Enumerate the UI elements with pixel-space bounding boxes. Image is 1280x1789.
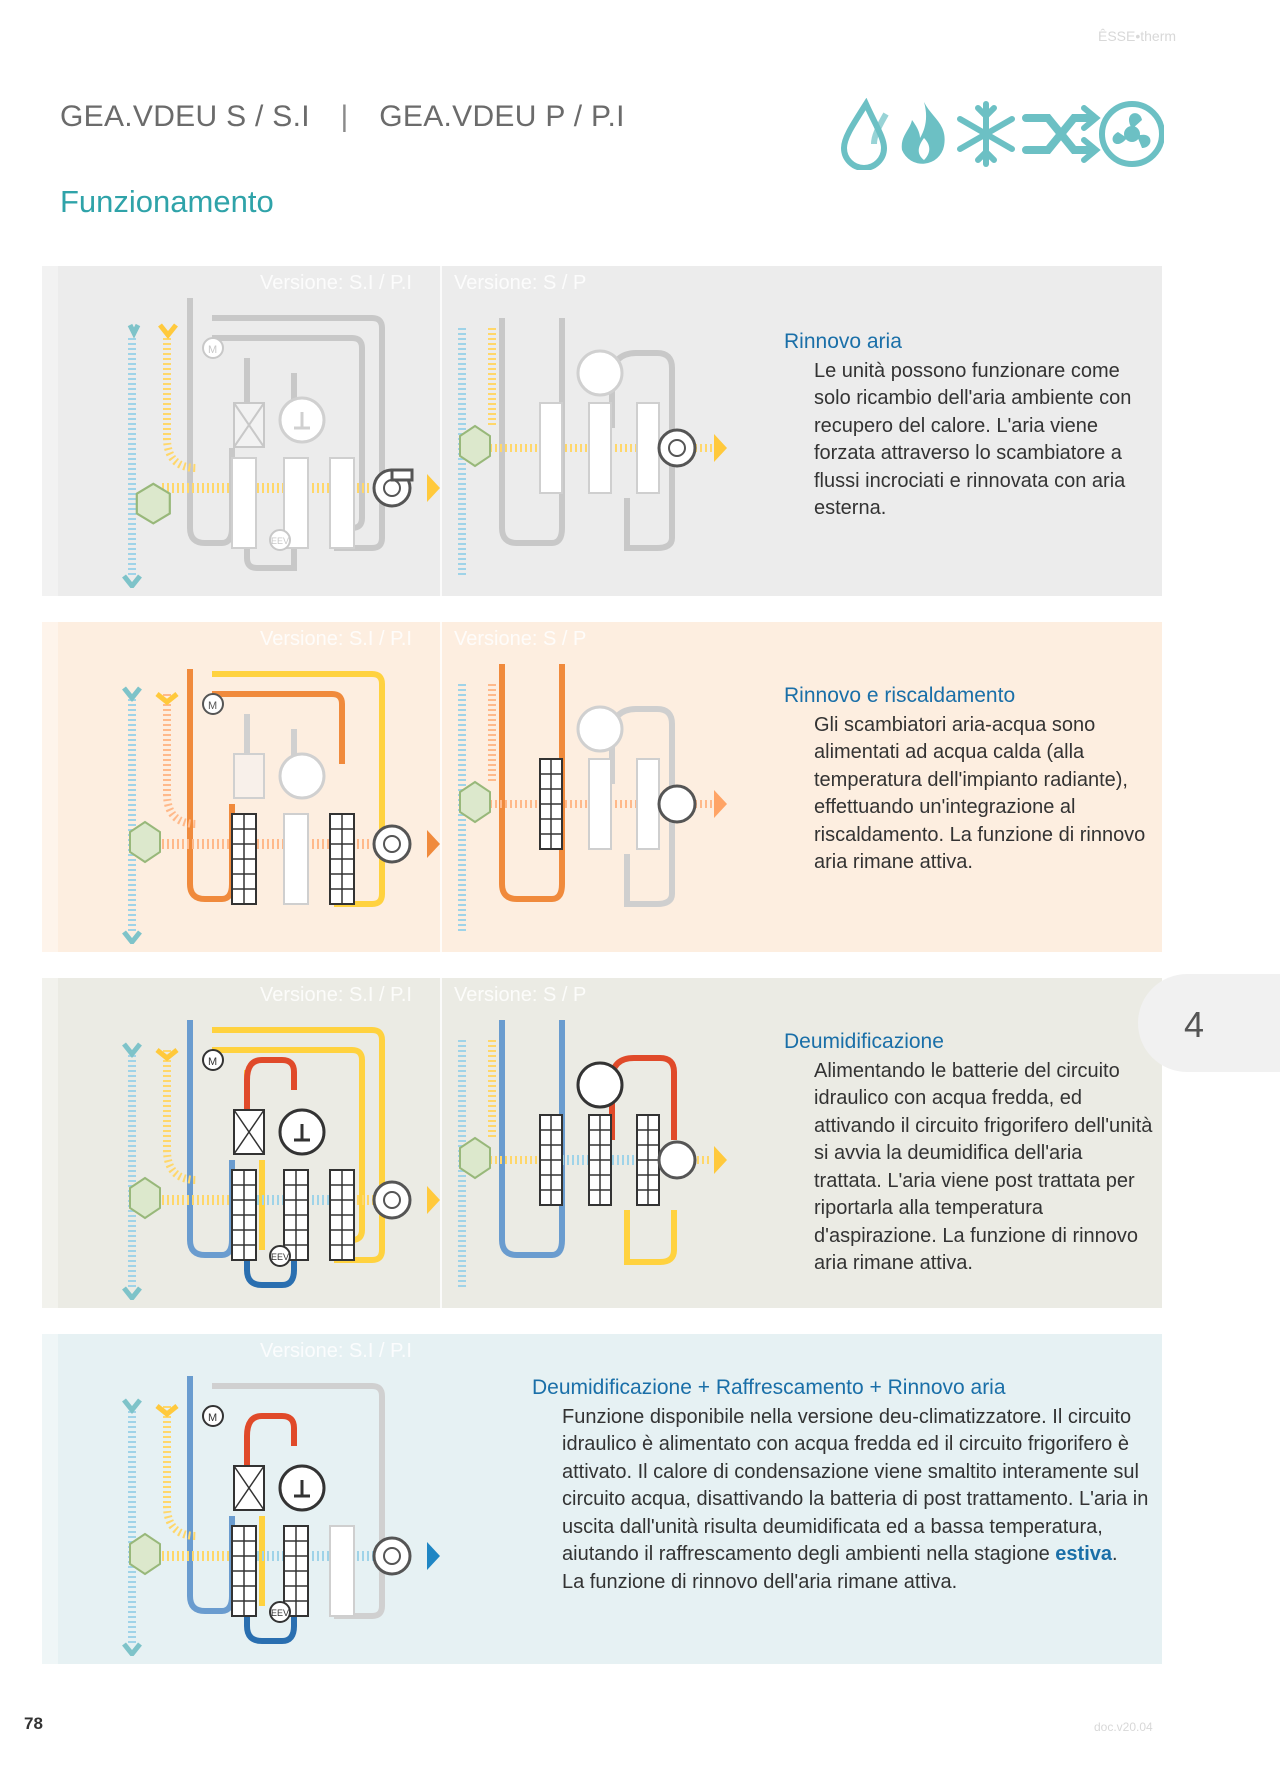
chapter-tab: 4: [1138, 974, 1280, 1072]
filter-icon: [135, 482, 171, 525]
chapter-number: 4: [1184, 1004, 1205, 1045]
motor-label: M: [208, 1056, 217, 1068]
flame-icon: [901, 102, 945, 164]
coil-1: [231, 457, 257, 549]
brand-logo-text: ÊSSE•therm: [1098, 28, 1177, 44]
diagram-s-p: [458, 664, 727, 934]
diagram-si-pi: M EEV: [122, 298, 440, 588]
version-label-s-p: Versione: S / P: [454, 984, 587, 1006]
diagram-s-p: [458, 318, 727, 578]
section-heading: Rinnovo aria: [784, 330, 902, 353]
version-label-si-pi: Versione: S.I / P.I: [260, 628, 412, 650]
section-body: Alimentando le batterie del circuito idr…: [814, 1059, 1153, 1275]
section-text-deumidificazione: Deumidificazione Alimentando le batterie…: [784, 1028, 1154, 1278]
eev-label: EEV: [271, 1252, 289, 1262]
section-body: Funzione disponibile nella versione deu-…: [562, 1404, 1152, 1597]
section-heading: Deumidificazione + Raffrescamento + Rinn…: [532, 1376, 1006, 1399]
shuffle-icon: [1022, 105, 1101, 163]
panel-strip: [42, 1334, 58, 1664]
section-heading: Deumidificazione: [784, 1030, 944, 1053]
eev-label: EEV: [271, 536, 289, 546]
arrow-outdoor-in: [122, 323, 142, 588]
page-number: 78: [24, 1714, 43, 1733]
panel-rinnovo-aria: Versione: S.I / P.I Versione: S / P: [42, 266, 1162, 596]
section-body-a: Funzione disponibile nella versione deu-…: [562, 1405, 1149, 1566]
version-divider: [440, 978, 442, 1308]
diagram-si-pi: M: [122, 669, 440, 944]
motor-label: M: [208, 1412, 217, 1424]
section-body: Le unità possono funzionare come solo ri…: [814, 359, 1132, 520]
arrow-return: [158, 323, 178, 340]
version-label-s-p: Versione: S / P: [454, 272, 587, 294]
panel-strip: [42, 978, 58, 1308]
version-divider: [440, 266, 442, 596]
title-separator: |: [340, 100, 349, 133]
section-text-rinnovo-aria: Rinnovo aria Le unità possono funzionare…: [784, 328, 1154, 523]
function-icons: [840, 98, 1164, 170]
diagram-si-pi: M EEV: [122, 1020, 440, 1300]
water-drop-icon: [840, 98, 889, 170]
section-text-rinnovo-riscaldamento: Rinnovo e riscaldamento Gli scambiatori …: [784, 682, 1154, 877]
eev-valve-icon: [269, 529, 291, 551]
motor-valve-icon: [202, 337, 224, 359]
diagram-si-pi: M EEV: [122, 1376, 440, 1656]
doc-code: doc.v20.04: [1094, 1720, 1153, 1734]
fan-icon: [1099, 101, 1164, 167]
version-label-s-p: Versione: S / P: [454, 628, 587, 650]
title-right: GEA.VDEU P / P.I: [379, 100, 625, 133]
panel-strip: [42, 622, 58, 952]
motor-label: M: [208, 344, 217, 356]
section-text-deu-raffrescamento: Deumidificazione + Raffrescamento + Rinn…: [532, 1374, 1152, 1596]
section-body-emphasis: estiva: [1055, 1543, 1112, 1565]
coil-3: [329, 457, 355, 549]
section-subtitle: Funzionamento: [60, 184, 274, 219]
version-divider: [440, 622, 442, 952]
section-body-c: La funzione di rinnovo dell'aria rimane …: [562, 1570, 958, 1593]
diagram-s-p: [458, 1020, 727, 1290]
eev-label: EEV: [271, 1608, 289, 1618]
section-body: Gli scambiatori aria-acqua sono alimenta…: [814, 713, 1146, 874]
version-label-si-pi: Versione: S.I / P.I: [260, 1340, 412, 1362]
motor-label: M: [208, 700, 217, 712]
title-left: GEA.VDEU S / S.I: [60, 100, 310, 133]
section-heading: Rinnovo e riscaldamento: [784, 684, 1016, 707]
panel-rinnovo-riscaldamento: Versione: S.I / P.I Versione: S / P M: [42, 622, 1162, 952]
version-label-si-pi: Versione: S.I / P.I: [260, 272, 412, 294]
panel-deumidificazione: Versione: S.I / P.I Versione: S / P: [42, 978, 1162, 1308]
supply-arrow: [427, 474, 440, 502]
panel-strip: [42, 266, 58, 596]
section-body-b: .: [1112, 1543, 1118, 1565]
snowflake-icon: [957, 101, 1015, 167]
panel-deumidificazione-raffrescamento: Versione: S.I / P.I M EEV D: [42, 1334, 1162, 1664]
version-label-si-pi: Versione: S.I / P.I: [260, 984, 412, 1006]
page-title: GEA.VDEU S / S.I | GEA.VDEU P / P.I: [60, 100, 625, 134]
